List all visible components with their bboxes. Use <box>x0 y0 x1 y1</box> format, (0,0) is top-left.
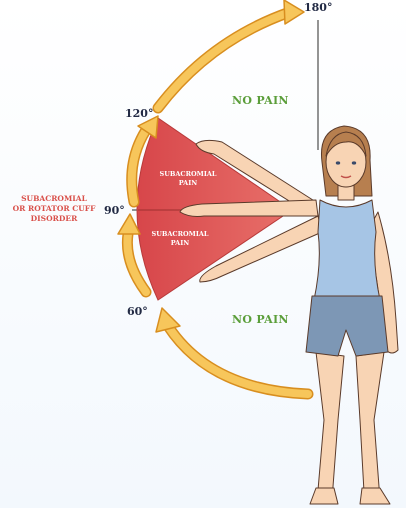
right-leg <box>356 352 384 500</box>
upper-zone-line-2: PAIN <box>148 179 228 188</box>
angle-60-label: 60° <box>127 305 148 318</box>
disorder-line-2: OR ROTATOR CUFF <box>0 204 110 214</box>
lower-zone-line-1: SUBACROMIAL <box>140 230 220 239</box>
right-foot <box>360 488 390 504</box>
angle-120-label: 120° <box>125 107 153 120</box>
arrow-top <box>158 0 304 108</box>
disorder-line-3: DISORDER <box>0 214 110 224</box>
lower-pain-zone-label: SUBACROMIAL PAIN <box>140 230 220 248</box>
tank-top <box>314 200 380 300</box>
upper-zone-line-1: SUBACROMIAL <box>148 170 228 179</box>
upper-pain-zone-label: SUBACROMIAL PAIN <box>148 170 228 188</box>
shorts <box>306 296 388 356</box>
angle-180-label: 180° <box>304 1 332 14</box>
right-eye <box>352 161 356 164</box>
left-eye <box>336 161 340 164</box>
left-foot <box>310 488 338 504</box>
disorder-label: SUBACROMIAL OR ROTATOR CUFF DISORDER <box>0 194 110 224</box>
no-pain-bottom-label: NO PAIN <box>232 313 289 326</box>
disorder-line-1: SUBACROMIAL <box>0 194 110 204</box>
left-leg <box>316 352 344 500</box>
lower-zone-line-2: PAIN <box>140 239 220 248</box>
no-pain-top-label: NO PAIN <box>232 94 289 107</box>
